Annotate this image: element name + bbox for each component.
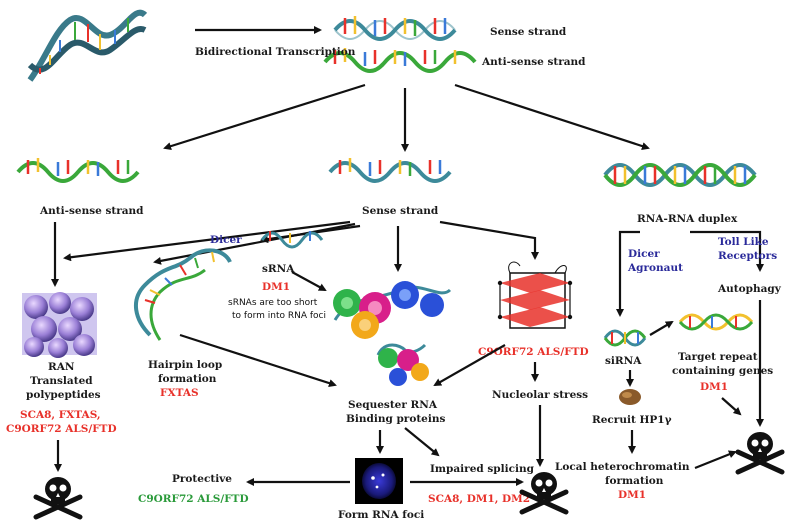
ran-disease-2: C9ORF72 ALS/FTD xyxy=(6,423,117,435)
c9-disease: C9ORF72 ALS/FTD xyxy=(478,346,589,358)
dicer-label: Dicer xyxy=(210,234,242,246)
cell-nucleus-icon xyxy=(355,458,403,504)
srna-note-2: to form into RNA foci xyxy=(232,311,326,321)
arrow-to-antisense xyxy=(163,83,366,151)
toll-label-2: Receptors xyxy=(718,250,777,262)
sequester-label-1: Sequester RNA xyxy=(348,399,438,411)
arrow-duplex-to-sirna xyxy=(616,230,640,317)
ran-label-1: RAN xyxy=(48,361,75,373)
target-label-2: containing genes xyxy=(672,365,773,377)
hairpin-label-2: formation xyxy=(158,373,217,385)
srna-graphic xyxy=(260,231,324,249)
sirna-graphic xyxy=(603,329,647,347)
antisense-strand-top-graphic xyxy=(323,48,477,73)
protective-label: Protective xyxy=(172,473,232,485)
target-disease: DM1 xyxy=(700,381,728,393)
autophagy-label: Autophagy xyxy=(717,283,782,295)
g-quadruplex-icon xyxy=(497,261,573,329)
recruit-label: Recruit HP1γ xyxy=(592,414,672,426)
foci-label: Form RNA foci xyxy=(338,509,424,521)
arrow-to-duplex xyxy=(454,83,650,150)
rna-duplex-label: RNA-RNA duplex xyxy=(637,213,738,225)
bidirectional-label: Bidirectional Transcription xyxy=(195,46,356,58)
impaired-disease: SCA8, DM1, DM2 xyxy=(428,493,530,505)
target-label-1: Target repeat xyxy=(678,351,758,363)
toll-label-1: Toll Like xyxy=(718,236,769,248)
arrow-sequester-to-splicing xyxy=(404,427,440,457)
sense-strand-center-label: Sense strand xyxy=(362,205,439,217)
protein-cluster-center-icon xyxy=(376,343,429,386)
antisense-strand-top-label: Anti-sense strand xyxy=(481,56,586,68)
skull-crossbones-icon xyxy=(33,477,83,520)
ran-label-2: Translated xyxy=(30,375,93,387)
dicer-agronaut-label-1: Dicer xyxy=(628,248,660,260)
sequester-label-2: Binding proteins xyxy=(346,413,445,425)
target-gene-graphic xyxy=(678,313,754,331)
hp1-protein-icon xyxy=(619,389,641,405)
arrow-srna-to-proteins xyxy=(291,271,327,291)
arrow-duplex-to-toll xyxy=(690,230,764,272)
dna-helix-icon xyxy=(27,9,148,82)
srna-disease: DM1 xyxy=(262,281,290,293)
local-label-1: Local heterochromatin xyxy=(555,461,690,473)
sense-strand-center-graphic xyxy=(328,158,452,183)
sense-strand-top-graphic xyxy=(333,16,457,41)
arrow-sense-to-hairpin xyxy=(153,222,356,265)
impaired-label: Impaired splicing xyxy=(430,463,535,475)
antisense-strand-left-label: Anti-sense strand xyxy=(39,205,144,217)
arrow-heterochromatin-to-death xyxy=(694,450,737,470)
arrow-hairpin-to-sequester xyxy=(179,333,337,387)
protein-cluster-icon xyxy=(22,292,97,358)
local-label-2: formation xyxy=(605,475,664,487)
arrow-target-to-death xyxy=(721,397,742,416)
sirna-label: siRNA xyxy=(605,355,642,367)
arrow-sense-to-ran xyxy=(63,220,351,262)
arrow-sirna-to-target xyxy=(649,320,674,336)
skull-crossbones-icon xyxy=(735,432,785,475)
ran-disease-1: SCA8, FXTAS, xyxy=(20,409,101,421)
antisense-strand-left-graphic xyxy=(16,158,140,183)
sense-strand-top-label: Sense strand xyxy=(490,26,567,38)
skull-crossbones-icon xyxy=(519,472,569,515)
local-disease: DM1 xyxy=(618,489,646,501)
protein-cluster-top-icon xyxy=(333,281,452,339)
arrow-sense-to-quadruplex xyxy=(439,220,539,260)
srna-note-1: sRNAs are too short xyxy=(228,298,318,308)
hairpin-disease: FXTAS xyxy=(160,387,199,399)
hairpin-loop-graphic xyxy=(134,248,232,341)
protective-disease: C9ORF72 ALS/FTD xyxy=(138,493,249,505)
hairpin-label-1: Hairpin loop xyxy=(148,359,222,371)
ran-label-3: polypeptides xyxy=(26,389,101,401)
nucleolar-label: Nucleolar stress xyxy=(492,389,588,401)
arrow-quadruplex-to-sequester xyxy=(433,344,506,386)
dicer-agronaut-label-2: Agronaut xyxy=(627,262,683,274)
srna-label: sRNA xyxy=(262,263,295,275)
rna-duplex-graphic xyxy=(603,163,757,187)
